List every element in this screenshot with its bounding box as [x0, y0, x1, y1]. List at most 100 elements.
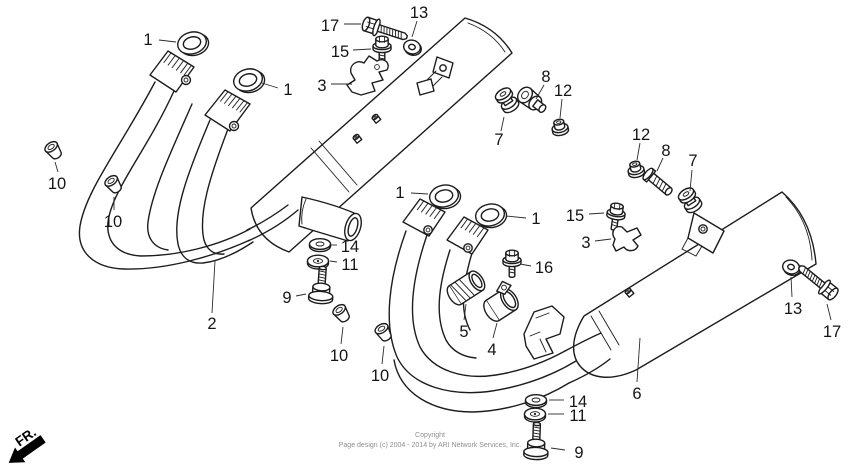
collector-right — [523, 305, 611, 384]
callout-label-9: 9 — [574, 444, 583, 462]
muffler-hanger-bracket-right — [681, 212, 725, 257]
callout-leader-15 — [352, 48, 372, 51]
gasket-exhaust-port — [230, 64, 268, 97]
callout-leader-5 — [463, 303, 467, 321]
callout-leader-8 — [656, 157, 664, 172]
stay-bracket-left — [346, 55, 389, 96]
washer — [524, 394, 548, 409]
callout-label-12: 12 — [554, 82, 572, 100]
callout-leader-9 — [550, 447, 566, 451]
muffler-hanger-bracket-left — [416, 56, 454, 96]
muffler-left — [250, 17, 513, 253]
collector-left — [246, 196, 362, 242]
flange-nut — [102, 172, 126, 197]
callout-label-6: 6 — [632, 385, 641, 403]
callout-label-1: 1 — [395, 184, 404, 202]
exhaust-flange-left-1 — [149, 50, 195, 93]
callout-label-3: 3 — [581, 234, 590, 252]
copyright-line-2: Page design (c) 2004 - 2014 by ARI Netwo… — [339, 442, 522, 449]
callout-label-14: 14 — [341, 238, 359, 256]
callout-label-10: 10 — [48, 175, 66, 193]
callout-leader-7 — [689, 169, 693, 192]
exhaust-flange-right-2 — [446, 216, 489, 255]
callout-leader-13 — [790, 276, 793, 298]
callout-label-1: 1 — [531, 210, 540, 228]
callout-leader-15 — [588, 212, 605, 215]
callout-leader-17 — [826, 303, 832, 321]
washer-with-hole — [523, 407, 547, 423]
copyright-line-1: Copyright — [415, 432, 445, 439]
callout-leader-9 — [295, 293, 307, 297]
muffler-right — [573, 191, 817, 378]
callout-label-13: 13 — [784, 300, 802, 318]
callout-label-11: 11 — [569, 407, 586, 425]
callout-leader-2 — [211, 260, 216, 314]
plain-washer — [401, 37, 424, 58]
callout-label-11: 11 — [341, 256, 358, 274]
callout-label-15: 15 — [566, 207, 584, 225]
collector-outlet-stub — [344, 212, 362, 242]
callout-label-7: 7 — [688, 152, 697, 170]
callout-label-8: 8 — [541, 68, 550, 86]
stay-bracket-right — [612, 225, 642, 252]
exhaust-pipe-assembly-left — [78, 17, 513, 270]
header-pipes-left — [78, 81, 254, 270]
exhaust-flange-right-1 — [402, 198, 446, 237]
callout-leader-13 — [411, 20, 418, 38]
callout-label-10: 10 — [371, 367, 389, 385]
flanged-nut — [625, 159, 647, 180]
joint-sleeve — [446, 270, 486, 306]
callout-label-17: 17 — [823, 323, 841, 341]
callout-label-10: 10 — [330, 347, 348, 365]
callout-leader-1 — [410, 192, 429, 195]
callout-label-5: 5 — [459, 323, 468, 341]
flange-bolt — [522, 421, 550, 461]
gasket-exhaust-port — [174, 27, 212, 60]
callout-leader-10 — [54, 161, 59, 173]
callout-leader-1 — [158, 39, 177, 43]
callout-label-12: 12 — [632, 126, 650, 144]
callout-leader-16 — [519, 263, 532, 267]
callout-label-3: 3 — [317, 77, 326, 95]
callout-leader-7 — [500, 116, 505, 132]
flange-nut — [330, 301, 354, 326]
exhaust-pipe-assembly-right — [388, 191, 817, 413]
callout-label-14: 14 — [569, 393, 587, 411]
callout-label-17: 17 — [321, 17, 339, 35]
callout-label-1: 1 — [143, 31, 152, 49]
callout-leader-8 — [535, 84, 545, 100]
hardware-parts — [42, 14, 842, 461]
flange-bolt-small — [502, 249, 522, 278]
arrow-icon — [8, 435, 46, 463]
callout-leader-1 — [505, 215, 527, 219]
callout-label-16: 16 — [535, 259, 553, 277]
callout-leader-12 — [636, 142, 641, 161]
callout-leader-6 — [636, 337, 641, 383]
callout-label-1: 1 — [283, 81, 292, 99]
callout-label-15: 15 — [331, 43, 349, 61]
rubber-mount — [492, 84, 522, 116]
joint-clamp-band — [483, 280, 519, 322]
mount-collar-long — [640, 166, 676, 200]
callout-leader-3 — [594, 238, 612, 242]
washer — [308, 237, 332, 253]
flange-nut — [42, 138, 66, 163]
callout-leader-1 — [261, 82, 279, 89]
callout-leader-11 — [329, 260, 338, 263]
callout-leader-10 — [340, 326, 344, 345]
callout-leader-10 — [381, 345, 385, 365]
callout-leader-12 — [559, 98, 563, 119]
callout-label-7: 7 — [494, 131, 503, 149]
callout-label-2: 2 — [207, 315, 216, 333]
callout-label-8: 8 — [661, 142, 670, 160]
mount-collar — [513, 83, 551, 118]
flange-bolt — [307, 264, 336, 306]
callout-label-4: 4 — [487, 341, 496, 359]
fr-direction-arrow: FR. — [8, 425, 46, 463]
callout-label-10: 10 — [104, 213, 122, 231]
callout-label-13: 13 — [410, 4, 428, 22]
collector-hanger-bracket — [523, 305, 565, 360]
